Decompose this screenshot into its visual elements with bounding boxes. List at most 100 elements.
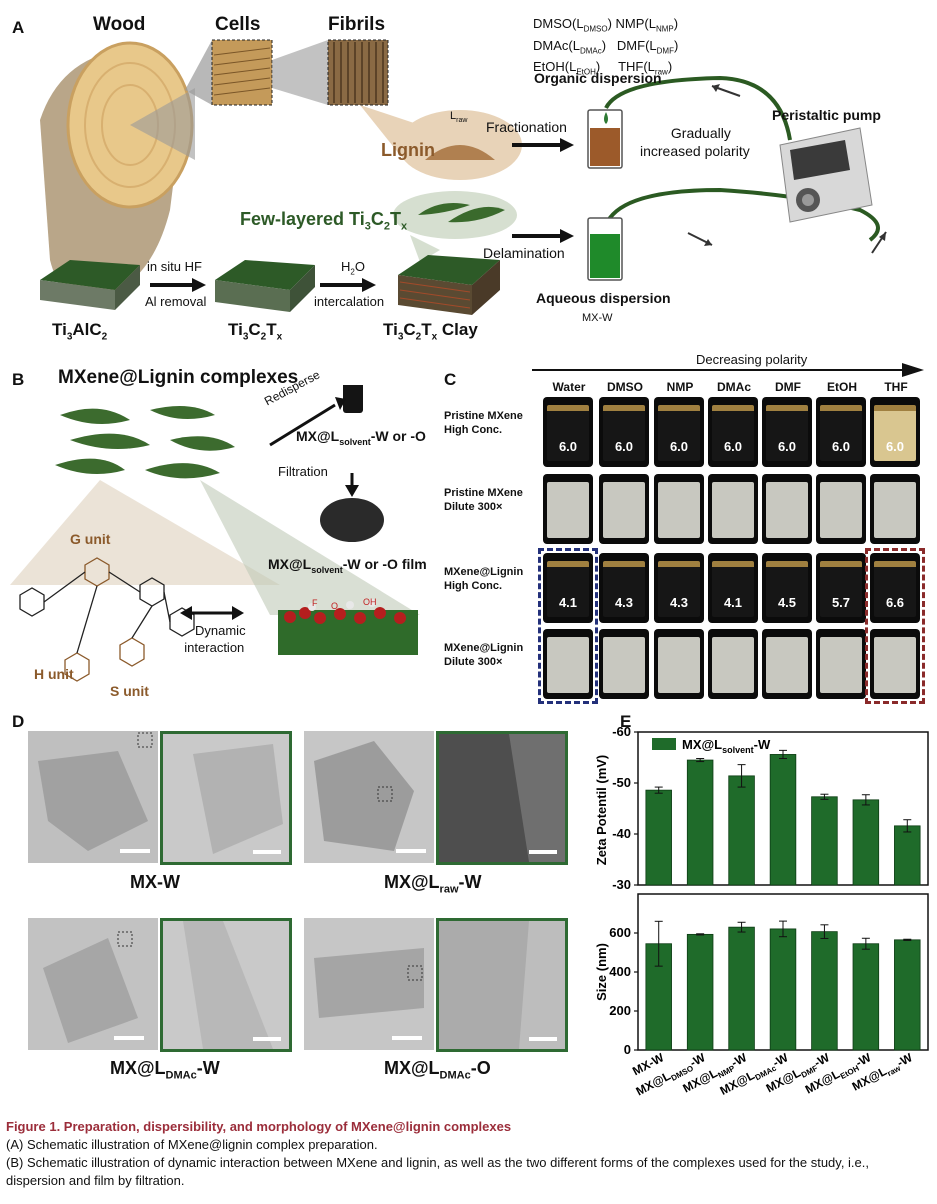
panel-b-title: MXene@Lignin complexes	[58, 367, 299, 388]
decreasing-polarity-label: Decreasing polarity	[696, 352, 808, 367]
l-raw-label: Lraw	[450, 110, 468, 125]
fibrils-label: Fibrils	[328, 14, 386, 35]
tem-zoom-ldmac-o	[436, 918, 568, 1052]
tem-caption-ldmac-o: MX@LDMAc-O	[384, 1058, 491, 1082]
vial-dmso-row1	[599, 474, 649, 544]
ti3c2tx-clay-icon	[398, 255, 500, 315]
caption-title: Figure 1. Preparation, dispersibility, a…	[6, 1119, 512, 1134]
concentration-label: 6.0	[558, 439, 578, 454]
tem-image-ldmac-w	[28, 918, 158, 1050]
vial-thf-row1	[870, 474, 920, 544]
dispersion-vial-icon	[343, 385, 363, 413]
mxene-surface-icon	[278, 599, 418, 655]
s-unit-label: S unit	[110, 683, 149, 699]
scale-bar	[529, 850, 557, 854]
y-tick-label: 400	[609, 964, 631, 979]
scale-bar	[114, 1036, 144, 1040]
tem-zoom-lraw	[436, 731, 568, 865]
concentration-label: 6.0	[614, 439, 634, 454]
vial-water-row2: 4.1	[543, 553, 593, 623]
scale-bar	[253, 1037, 281, 1041]
panel-b-illustration	[10, 385, 420, 682]
solvent-header-dmso: DMSO	[607, 380, 643, 394]
vial-dmac-row0: 6.0	[708, 397, 758, 467]
vial-dmf-row3	[762, 629, 812, 699]
solvent-header-etoh: EtOH	[827, 380, 857, 394]
vial-nmp-row3	[654, 629, 704, 699]
y-tick-label: 0	[624, 1042, 631, 1057]
al-removal-label: Al removal	[145, 294, 207, 309]
in-situ-hf-label: in situ HF	[147, 259, 202, 274]
vial-nmp-row1	[654, 474, 704, 544]
vial-thf-row2: 6.6	[870, 553, 920, 623]
vial-etoh-row2: 5.7	[816, 553, 866, 623]
lignin-molecule-icon	[19, 557, 195, 682]
panel-e-label: E	[620, 712, 632, 731]
ti3c2tx-label: Ti3C2Tx	[228, 320, 283, 343]
few-layered-label: Few-layered Ti3C2Tx	[240, 209, 408, 233]
concentration-label: 4.1	[723, 595, 743, 610]
h2o-label: H2O	[341, 259, 365, 277]
solvent-header-nmp: NMP	[666, 380, 694, 394]
bar-0-3	[769, 754, 797, 886]
panel-c-label: C	[444, 370, 457, 389]
solvent-header-dmac: DMAc	[716, 380, 751, 394]
scale-bar	[120, 849, 150, 853]
bar-0-5	[852, 799, 880, 886]
fibrils-zoom-icon	[327, 39, 389, 106]
highlight-thf-box	[865, 548, 925, 704]
cells-zoom-icon	[211, 39, 273, 106]
tem-caption-mxw: MX-W	[130, 872, 180, 892]
concentration-label: 6.0	[831, 439, 851, 454]
scale-bar	[529, 1037, 557, 1041]
peristaltic-pump-label: Peristaltic pump	[772, 107, 881, 123]
bar-0-4	[811, 796, 838, 886]
vial-thf-row3	[870, 629, 920, 699]
solvent-list: DMSO(LDMSO) NMP(LNMP) DMAc(LDMAc) DMF(LD…	[533, 16, 679, 77]
y-tick-label: 600	[609, 925, 631, 940]
mx-dispersion-label: MX@Lsolvent-W or -O	[296, 428, 426, 447]
polarity-arrow	[532, 363, 924, 377]
lignin-powder-icon	[425, 145, 495, 160]
vial-dmac-row2: 4.1	[708, 553, 758, 623]
solvent-header-thf: THF	[884, 380, 908, 394]
y-tick-label: -50	[612, 775, 631, 790]
vial-dmf-row1	[762, 474, 812, 544]
ti3alc2-label: Ti3AlC2	[52, 320, 108, 343]
vial-nmp-row2: 4.3	[654, 553, 704, 623]
bar-1-1	[686, 933, 714, 1051]
solvent-header-water: Water	[552, 380, 586, 394]
solvent-header-dmf: DMF	[775, 380, 801, 394]
tem-zoom-mxw	[160, 731, 292, 865]
concentration-label: 4.3	[614, 595, 634, 610]
organic-beaker-icon	[587, 109, 623, 169]
vial-thf-row0: 6.0	[870, 397, 920, 467]
bar-0-2	[728, 775, 755, 886]
y-tick-label: 200	[609, 1003, 631, 1018]
concentration-label: 4.3	[669, 595, 689, 610]
vial-water-row3	[543, 629, 593, 699]
tem-image-lraw	[304, 731, 434, 863]
legend-swatch	[652, 738, 676, 750]
y-axis-label-size: Size (nm)	[594, 943, 609, 1001]
concentration-label: 5.7	[831, 595, 851, 610]
ti3c2tx-clay-label: Ti3C2Tx Clay	[383, 320, 478, 343]
fractionation-label: Fractionation	[486, 119, 567, 135]
bar-1-6	[894, 939, 921, 1051]
vial-water-row1	[543, 474, 593, 544]
bar-0-6	[894, 825, 921, 886]
vial-dmso-row2: 4.3	[599, 553, 649, 623]
concentration-label: 4.5	[777, 595, 797, 610]
ti3alc2-stack-icon	[40, 260, 140, 310]
intercalation-label: intercalation	[314, 294, 385, 309]
aqueous-beaker-icon	[587, 217, 623, 281]
bar-0-1	[686, 759, 714, 886]
scale-bar	[392, 1036, 422, 1040]
tem-image-mxw	[28, 731, 158, 863]
y-tick-label: -60	[612, 724, 631, 739]
